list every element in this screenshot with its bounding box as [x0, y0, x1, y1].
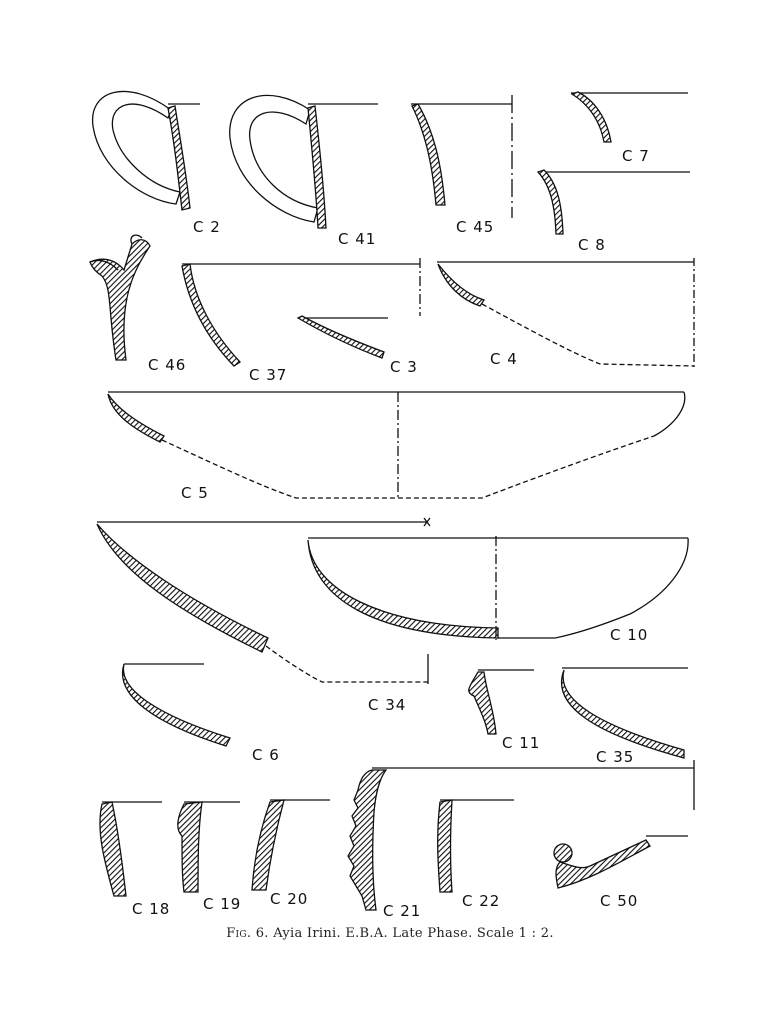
sherd-C37 [181, 258, 421, 367]
label-C18: C 18 [132, 900, 171, 918]
label-C35: C 35 [596, 748, 635, 766]
sherd-C20 [251, 799, 330, 891]
label-C20: C 20 [270, 890, 309, 908]
sherd-C5 [107, 391, 686, 500]
label-C50: C 50 [600, 892, 639, 910]
label-C11: C 11 [502, 734, 541, 752]
sherd-C46 [89, 234, 151, 361]
sherd-C22 [437, 799, 514, 893]
sherd-C34 [96, 517, 431, 684]
sherd-C19 [177, 801, 240, 893]
label-C46: C 46 [148, 356, 187, 374]
sherd-C45 [411, 95, 513, 218]
sherd-C3 [296, 315, 388, 359]
label-C19: C 19 [203, 895, 242, 913]
sherd-C41 [229, 94, 378, 229]
sherd-C21 [347, 760, 695, 911]
figure-caption-text: Ayia Irini. E.B.A. Late Phase. Scale 1 :… [273, 926, 554, 941]
label-C10: C 10 [610, 626, 649, 644]
figure-number: Fig. 6. [226, 926, 269, 941]
label-C2: C 2 [193, 218, 221, 236]
sherd-C4 [437, 258, 695, 368]
label-C21: C 21 [383, 902, 422, 920]
figure-caption: Fig. 6. Ayia Irini. E.B.A. Late Phase. S… [0, 926, 780, 941]
sherd-C2 [92, 90, 200, 211]
label-C3: C 3 [390, 358, 418, 376]
label-C6: C 6 [252, 746, 280, 764]
sherd-C6 [121, 663, 231, 747]
label-C4: C 4 [490, 350, 518, 368]
sherd-C7 [570, 91, 688, 143]
label-C8: C 8 [578, 236, 606, 254]
sherd-C8 [536, 169, 690, 235]
label-C37: C 37 [249, 366, 288, 384]
sherd-C50 [553, 835, 688, 889]
sherd-C18 [99, 801, 162, 897]
label-C5: C 5 [181, 484, 209, 502]
label-C22: C 22 [462, 892, 501, 910]
sherd-C11 [468, 669, 534, 735]
sherd-C10 [307, 536, 689, 640]
label-C41: C 41 [338, 230, 377, 248]
label-C45: C 45 [456, 218, 495, 236]
label-C7: C 7 [622, 147, 650, 165]
sherd-C35 [560, 667, 688, 759]
label-C34: C 34 [368, 696, 407, 714]
